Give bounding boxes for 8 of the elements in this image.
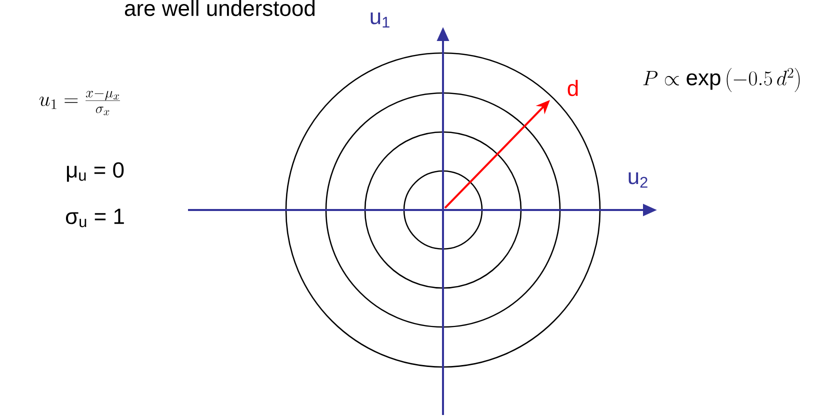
formula: $P \propto \exp\left(-0.5\,d^{2}\right)$ bbox=[643, 68, 800, 92]
formula: σ$_{u}$ = 1 bbox=[66, 208, 124, 228]
axis-label: u$_{1}$ bbox=[370, 12, 390, 28]
heading-text: are well understood bbox=[124, 0, 315, 16]
distance-label: d bbox=[568, 80, 578, 96]
formula: μ$_{u}$ = 0 bbox=[66, 162, 124, 182]
axis-label: u$_{2}$ bbox=[628, 172, 648, 188]
formula: $u_1 = \frac{x - \mu_x}{\sigma_x}$ bbox=[39, 90, 120, 116]
